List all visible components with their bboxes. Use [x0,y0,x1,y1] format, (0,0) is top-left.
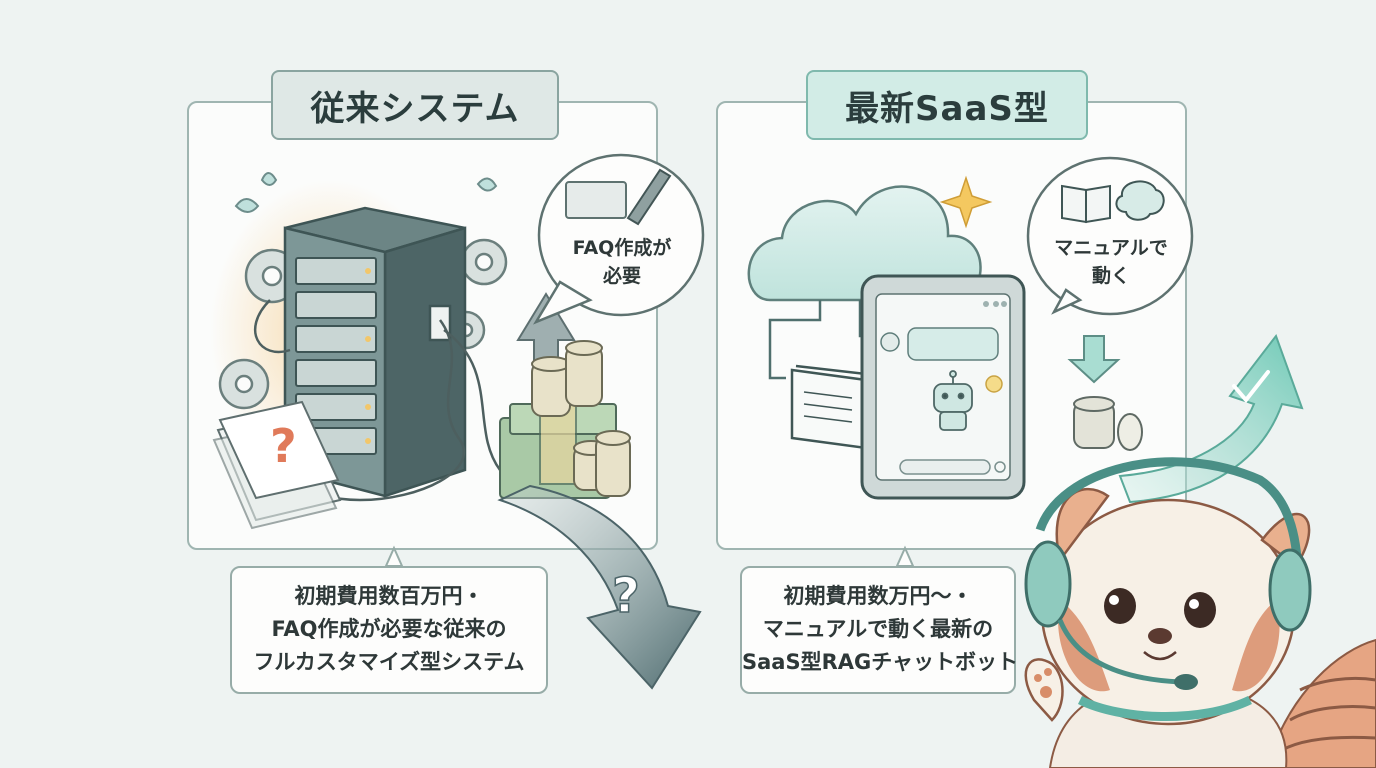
legacy-caption-box: 初期費用数百万円・ FAQ作成が必要な従来の フルカスタマイズ型システム [230,566,548,694]
legacy-caption-line-3: フルカスタマイズ型システム [253,650,525,674]
send-icon [994,461,1006,473]
chatbot-robot-icon [933,370,973,431]
legacy-caption-line-1: 初期費用数百万円・ [294,584,484,608]
cloud-icon [747,185,982,302]
brain-icon [1115,180,1165,221]
small-coin-stack [1073,396,1143,451]
user-avatar-icon [880,332,900,352]
faq-speech-bubble [532,153,705,325]
coin-stack [531,340,631,497]
chat-message-bubble [907,327,999,361]
manual-bubble-line-1: マニュアルで [1054,237,1168,259]
headset-mic [1057,619,1181,685]
chat-input-bar [899,459,991,475]
smile-icon [985,375,1003,393]
pencil-icon [626,168,672,226]
tablet-device [860,274,1026,500]
question-mark-icon: ? [270,419,297,473]
saas-caption-box: 初期費用数万円〜・ マニュアルで動く最新の SaaS型RAGチャットボット [740,566,1019,694]
book-icon [1061,184,1111,224]
cost-down-small-arrow [1067,335,1121,384]
saas-caption-line-2: マニュアルで動く最新の [762,617,994,641]
growth-up-arrow [1118,333,1304,504]
saas-title-tab: 最新SaaS型 [806,70,1088,140]
legacy-caption-line-2: FAQ作成が必要な従来の [271,617,507,641]
legacy-title: 従来システム [310,88,520,129]
manual-bubble-line-2: 動く [1091,265,1130,287]
faq-bubble-line-1: FAQ作成が [572,237,672,259]
manual-bubble-text: マニュアルで 動く [1042,234,1180,290]
check-icon [1232,370,1270,404]
sparkle-icon [939,175,993,229]
headset-earcup [1024,540,1072,628]
saas-title: 最新SaaS型 [845,88,1049,129]
manual-speech-bubble [1026,156,1194,316]
question-paper-stack [212,400,342,530]
caption-tail-right [895,545,915,567]
arrow-question-icon: ? [612,568,640,624]
faq-bubble-text: FAQ作成が 必要 [552,234,692,290]
faq-bubble-line-2: 必要 [602,265,641,287]
legacy-title-tab: 従来システム [271,70,559,140]
cost-down-arrow [497,484,702,690]
keyboard-icon [565,181,627,219]
sweat-drop-icons [234,172,498,213]
legacy-server-rack [283,206,467,498]
saas-caption-line-1: 初期費用数万円〜・ [783,584,973,608]
caption-tail-left [384,545,404,567]
saas-caption-line-3: SaaS型RAGチャットボット [742,650,1019,674]
red-panda-mascot [1024,457,1376,768]
